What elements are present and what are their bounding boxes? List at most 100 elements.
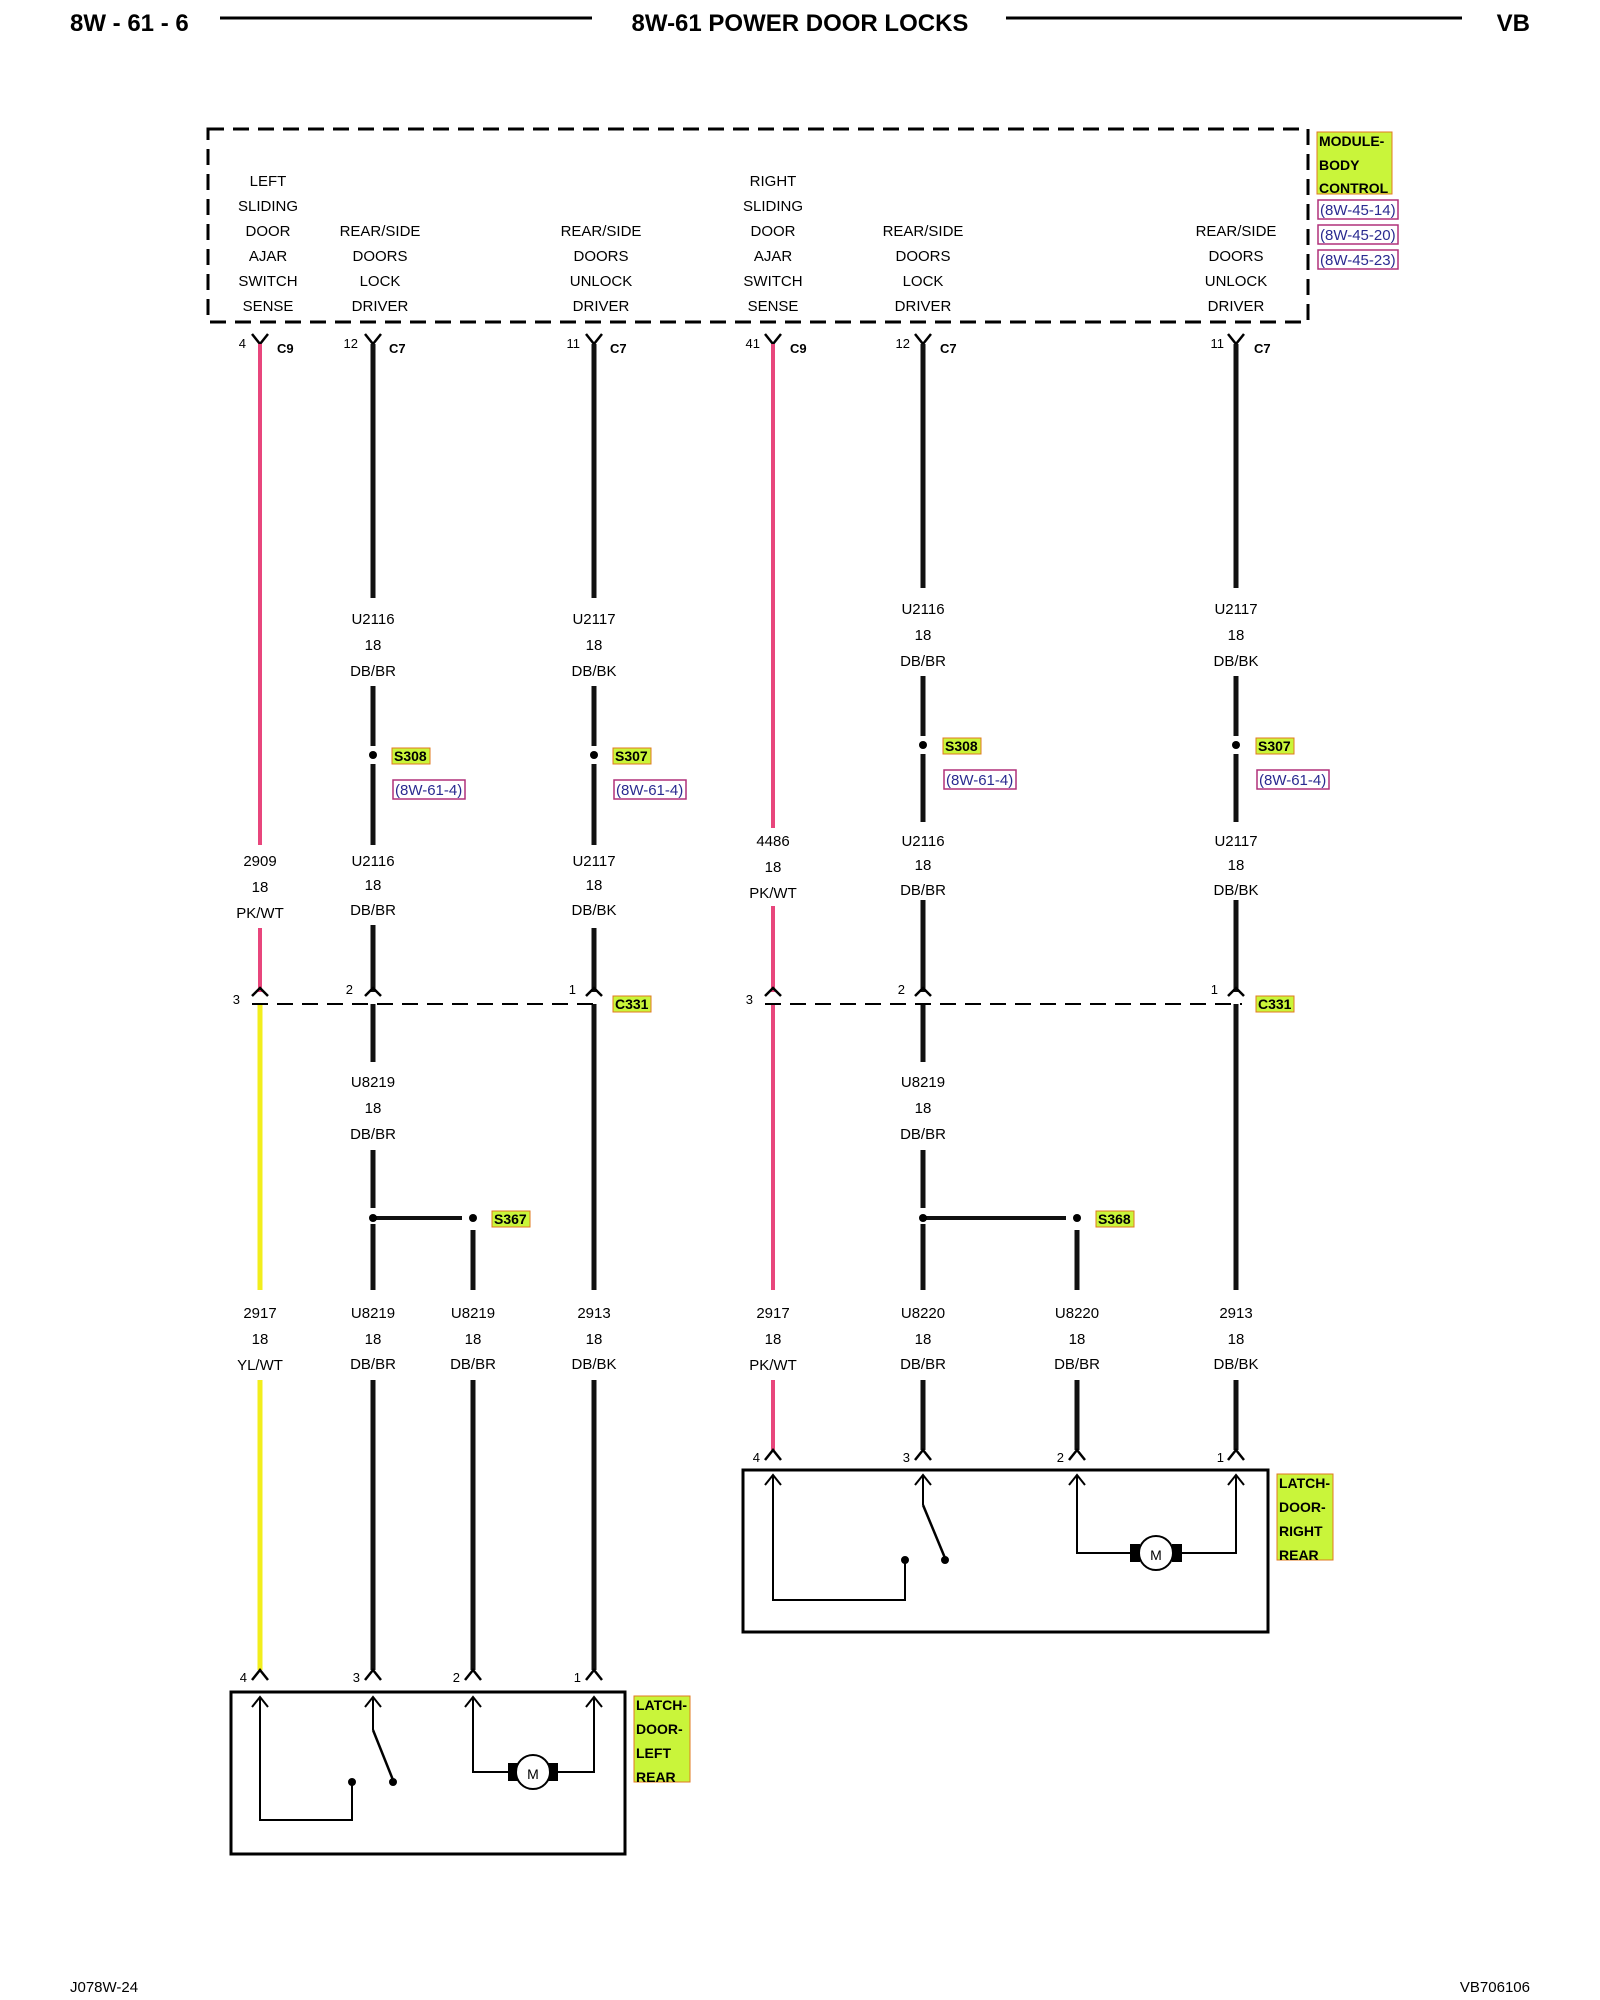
function-label: DOOR	[246, 223, 291, 240]
wire-gauge: 18	[765, 859, 782, 876]
wire-color: YL/WT	[237, 1357, 283, 1374]
splice-right-s307: S307 (8W-61-4)	[1232, 737, 1330, 790]
wire-gauge: 18	[586, 637, 603, 654]
wire-left-lock-driver	[370, 344, 476, 1670]
wire-circuit: 2909	[243, 853, 276, 870]
module-function-left-unlock-driver: REAR/SIDE DOORS UNLOCK DRIVER	[561, 223, 642, 315]
pin-chevron	[1227, 1447, 1245, 1461]
function-label: UNLOCK	[1205, 273, 1268, 290]
pin-number: 41	[746, 336, 760, 351]
connector-c331-left: 3 2 1 C331	[233, 982, 652, 1013]
connector-pin-chevron	[364, 986, 382, 997]
function-label: SENSE	[243, 298, 294, 315]
function-label: DRIVER	[895, 298, 952, 315]
motor-label: M	[527, 1766, 539, 1782]
wire-color: DB/BR	[900, 1356, 946, 1373]
module-function-right-lock-driver: REAR/SIDE DOORS LOCK DRIVER	[883, 223, 964, 315]
pin-number: 1	[574, 1670, 581, 1685]
function-label: REAR/SIDE	[883, 223, 964, 240]
wire-color: DB/BR	[350, 1126, 396, 1143]
function-label: LOCK	[360, 273, 401, 290]
lower-wire-labels: 2917 18 YL/WT U8219 18 DB/BR U8219 18 DB…	[237, 1305, 1258, 1374]
latch-internal-wiring	[251, 1695, 603, 1821]
pin-number: 2	[453, 1670, 460, 1685]
pin-chevron	[364, 1667, 382, 1681]
splice-id: S368	[1098, 1211, 1131, 1227]
module-ref-link[interactable]: (8W-45-20)	[1320, 227, 1396, 244]
wire-circuit: U2117	[572, 611, 615, 628]
pin-number: 3	[746, 992, 753, 1007]
connector-c331-right: 3 2 1 C331	[746, 982, 1295, 1013]
function-label: SENSE	[748, 298, 799, 315]
wire-circuit: U2116	[901, 601, 944, 618]
pin-chevron	[914, 333, 932, 347]
connector-id: C7	[389, 341, 406, 356]
pin-number: 3	[903, 1450, 910, 1465]
splice-id: S308	[945, 738, 978, 754]
wire-gauge: 18	[586, 877, 603, 894]
wire-color: DB/BK	[1213, 1356, 1258, 1373]
wire-circuit: U2117	[1214, 833, 1257, 850]
latch-pin-chevrons	[764, 1447, 1245, 1461]
connector-pin-chevron	[764, 986, 782, 997]
latch-name-line: LEFT	[636, 1745, 671, 1761]
module-name-line: MODULE-	[1319, 133, 1385, 149]
function-label: DOORS	[352, 248, 407, 265]
pin-chevron	[764, 1447, 782, 1461]
wire-gauge: 18	[365, 1331, 382, 1348]
module-ref-link[interactable]: (8W-45-23)	[1320, 252, 1396, 269]
latch-box	[229, 1690, 627, 1856]
wire-color: DB/BR	[900, 653, 946, 670]
function-label: UNLOCK	[570, 273, 633, 290]
splice-dot	[590, 751, 598, 759]
pin-number: 2	[898, 982, 905, 997]
function-label: REAR/SIDE	[1196, 223, 1277, 240]
module-function-left-lock-driver: REAR/SIDE DOORS LOCK DRIVER	[340, 223, 421, 315]
connector-pin-chevron	[914, 986, 932, 997]
wire-circuit: U8219	[351, 1305, 395, 1322]
pin-number: 4	[239, 336, 246, 351]
connector-id: C9	[790, 341, 807, 356]
pin-chevron	[364, 333, 382, 347]
pin-number: 2	[346, 982, 353, 997]
wire-circuit: U2117	[572, 853, 615, 870]
function-label: DRIVER	[1208, 298, 1265, 315]
latch-name-line: DOOR-	[1279, 1499, 1326, 1515]
function-label: REAR/SIDE	[561, 223, 642, 240]
function-label: RIGHT	[750, 173, 797, 190]
wire-color: DB/BR	[450, 1356, 496, 1373]
pin-number: 11	[567, 336, 581, 351]
splice-left-s307: S307 (8W-61-4)	[590, 747, 687, 800]
wire-circuit: 2917	[243, 1305, 276, 1322]
latch-name-line: REAR	[636, 1769, 676, 1785]
function-label: DRIVER	[573, 298, 630, 315]
splice-ref-link[interactable]: (8W-61-4)	[946, 772, 1013, 789]
motor-label: M	[1150, 1547, 1162, 1563]
pin-chevron	[251, 333, 269, 347]
module-function-right-sliding-door-ajar: RIGHT SLIDING DOOR AJAR SWITCH SENSE	[743, 173, 803, 315]
wire-color: DB/BR	[350, 1356, 396, 1373]
pin-number: 4	[753, 1450, 760, 1465]
wire-gauge: 18	[252, 879, 269, 896]
pin-chevron	[1068, 1447, 1086, 1461]
wire-circuit: U8219	[451, 1305, 495, 1322]
splice-ref-link[interactable]: (8W-61-4)	[395, 782, 462, 799]
mid-wire-labels: 2909 18 PK/WT U2116 18 DB/BR U2117 18 DB…	[236, 833, 1258, 922]
splice-ref-link[interactable]: (8W-61-4)	[616, 782, 683, 799]
wire-color: DB/BK	[1213, 882, 1258, 899]
splice-ref-link[interactable]: (8W-61-4)	[1259, 772, 1326, 789]
pin-number: 3	[233, 992, 240, 1007]
pin-number: 1	[1217, 1450, 1224, 1465]
splice-dot	[919, 1214, 927, 1222]
pin-number: 3	[353, 1670, 360, 1685]
function-label: SWITCH	[238, 273, 297, 290]
post-connector-wire-labels: U8219 18 DB/BR U8219 18 DB/BR	[350, 1074, 946, 1143]
latch-name-line: LATCH-	[636, 1697, 687, 1713]
module-ref-link[interactable]: (8W-45-14)	[1320, 202, 1396, 219]
wire-color: PK/WT	[749, 1357, 797, 1374]
wire-circuit: U8219	[351, 1074, 395, 1091]
wire-gauge: 18	[1228, 857, 1245, 874]
wire-circuit: U8219	[901, 1074, 945, 1091]
connector-pin-chevron	[585, 986, 603, 997]
wire-color: PK/WT	[236, 905, 284, 922]
